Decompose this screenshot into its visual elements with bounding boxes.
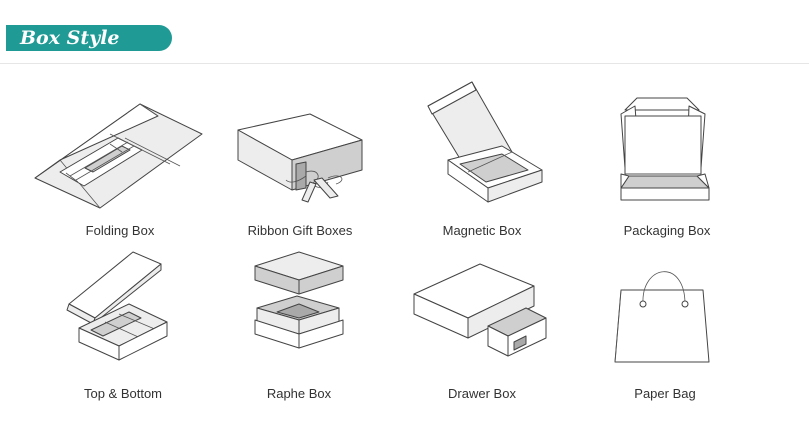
paper-bag-illustration: [614, 271, 710, 363]
caption-folding-box: Folding Box: [85, 223, 155, 238]
caption-top-and-bottom: Top & Bottom: [83, 386, 163, 401]
magnetic-box-illustration: [427, 81, 543, 203]
top-and-bottom-illustration: [66, 251, 168, 361]
box-style-paper-bag: Paper Bag: [575, 238, 755, 401]
section-header: Box Style: [6, 25, 172, 51]
header-divider: [0, 63, 809, 64]
ribbon-gift-box-illustration: [237, 113, 363, 203]
folding-box-illustration: [34, 103, 203, 209]
caption-packaging-box: Packaging Box: [623, 223, 711, 238]
caption-ribbon-gift-boxes: Ribbon Gift Boxes: [247, 223, 353, 238]
caption-magnetic-box: Magnetic Box: [442, 223, 522, 238]
caption-raphe-box: Raphe Box: [266, 386, 332, 401]
box-style-raphe-box: Raphe Box: [209, 238, 389, 401]
box-style-ribbon-gift-boxes: Ribbon Gift Boxes: [210, 76, 390, 238]
box-style-packaging-box: Packaging Box: [577, 76, 757, 238]
packaging-box-illustration: [620, 97, 710, 201]
section-title: Box Style: [20, 27, 120, 49]
box-style-magnetic-box: Magnetic Box: [392, 76, 572, 238]
box-style-folding-box: Folding Box: [30, 76, 210, 238]
box-style-top-and-bottom: Top & Bottom: [33, 238, 213, 401]
caption-paper-bag: Paper Bag: [634, 386, 696, 401]
box-style-drawer-box: Drawer Box: [392, 238, 572, 401]
drawer-box-illustration: [413, 263, 547, 357]
raphe-box-illustration: [254, 251, 344, 349]
caption-drawer-box: Drawer Box: [448, 386, 516, 401]
